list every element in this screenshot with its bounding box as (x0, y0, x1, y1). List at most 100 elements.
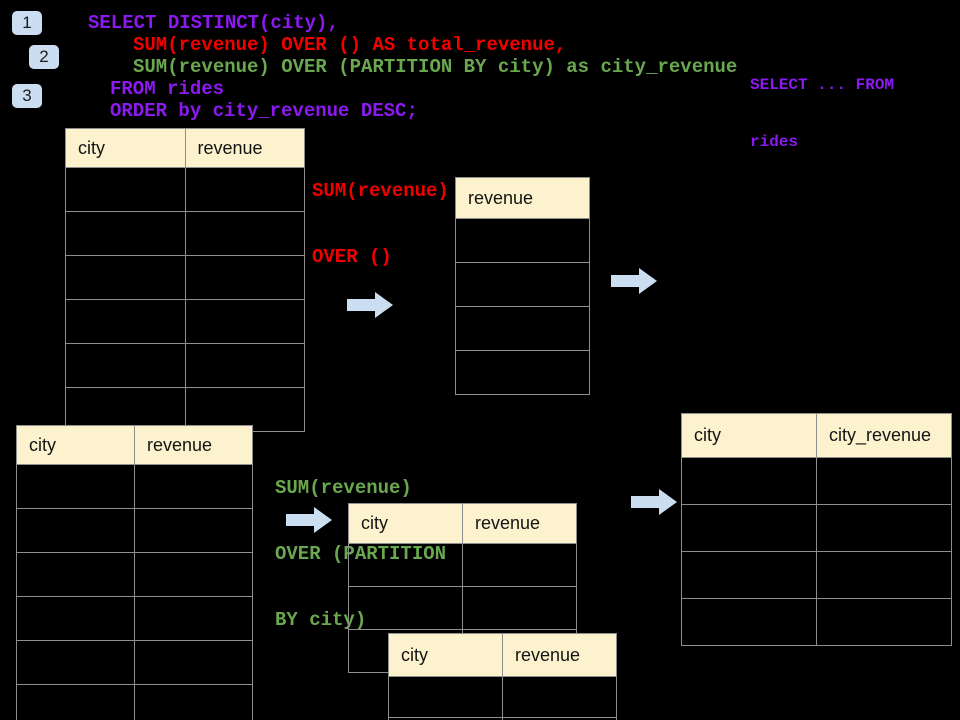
table-row (16, 684, 253, 720)
table-cell (184, 343, 305, 388)
table-cell (681, 457, 817, 505)
table-row (455, 218, 590, 263)
column-header-city: city (65, 128, 186, 168)
sql-abbreviated-note-line: SELECT ... FROM (750, 76, 895, 94)
column-header-city: city (388, 633, 503, 677)
table-row (681, 504, 952, 552)
table-cell (65, 255, 186, 300)
table-cell (681, 598, 817, 646)
table-cell (455, 350, 590, 395)
table-cell (184, 255, 305, 300)
table-row (348, 586, 577, 630)
table-row (388, 717, 617, 720)
table-cell (455, 306, 590, 351)
table-cell (16, 684, 135, 720)
table-cell (462, 543, 577, 587)
table-row (16, 596, 253, 641)
table-cell (65, 387, 186, 432)
column-header-city_revenue: city_revenue (816, 413, 952, 458)
table-cell (65, 167, 186, 212)
sql-select-line: SELECT DISTINCT(city), (88, 12, 339, 34)
arrow-right-icon (347, 292, 393, 318)
table-row (65, 299, 305, 344)
column-header-revenue: revenue (455, 177, 590, 219)
table-row (16, 640, 253, 685)
table-cell (134, 508, 253, 553)
table-cell (134, 596, 253, 641)
sql-order-by-line: ORDER by city_revenue DESC; (110, 100, 418, 122)
column-header-revenue: revenue (184, 128, 305, 168)
step-badge-1: 1 (12, 11, 42, 35)
table-cell (134, 464, 253, 509)
table-cell (134, 684, 253, 720)
table-cell (455, 218, 590, 263)
table-row (455, 262, 590, 307)
table-cell (16, 464, 135, 509)
table-total-revenue-result: revenue (455, 177, 590, 395)
table-cell (16, 508, 135, 553)
table-cell (184, 167, 305, 212)
column-header-city: city (681, 413, 817, 458)
step-badge-3: 3 (12, 84, 42, 108)
table-row (16, 508, 253, 553)
table-row (65, 343, 305, 388)
table-row (16, 552, 253, 597)
arrow-right-icon (631, 489, 677, 515)
table-cell (65, 343, 186, 388)
table-cell (388, 676, 503, 718)
sql-abbreviated-note-line: rides (750, 133, 799, 151)
column-header-revenue: revenue (134, 425, 253, 465)
table-cell (816, 598, 952, 646)
column-header-revenue: revenue (462, 503, 577, 544)
table-cell (681, 551, 817, 599)
sql-total-revenue-line: SUM(revenue) OVER () AS total_revenue, (133, 34, 567, 56)
column-header-revenue: revenue (502, 633, 617, 677)
sql-from-line: FROM rides (110, 78, 225, 100)
table-row (681, 598, 952, 646)
annotation-line: SUM(revenue) (275, 477, 412, 499)
annotation-line: SUM(revenue) (312, 180, 449, 202)
table-cell (184, 211, 305, 256)
table-cell (65, 299, 186, 344)
table-cell (816, 457, 952, 505)
table-row (65, 167, 305, 212)
table-row (455, 350, 590, 395)
table-cell (134, 552, 253, 597)
step-badge-2: 2 (29, 45, 59, 69)
header-row: revenue (455, 177, 590, 219)
annotation-line: OVER () (312, 246, 392, 268)
table-cell (502, 717, 617, 720)
annotation-sum-over-total: SUM(revenue) OVER () (312, 136, 449, 312)
table-cell (16, 640, 135, 685)
table-cell (816, 551, 952, 599)
table-cell (348, 586, 463, 630)
table-cell (502, 676, 617, 718)
table-cell (681, 504, 817, 552)
table-cell (348, 543, 463, 587)
sql-abbreviated-note: SELECT ... FROM rides (750, 38, 894, 190)
table-row (388, 676, 617, 718)
table-cell (184, 299, 305, 344)
table-cell (16, 552, 135, 597)
table-cell (462, 586, 577, 630)
sql-city-revenue-line: SUM(revenue) OVER (PARTITION BY city) as… (133, 56, 738, 78)
column-header-city: city (16, 425, 135, 465)
table-row (681, 457, 952, 505)
table-cell (455, 262, 590, 307)
table-row (65, 211, 305, 256)
table-cell (65, 211, 186, 256)
column-header-city: city (348, 503, 463, 544)
arrow-right-icon (611, 268, 657, 294)
table-cell (16, 596, 135, 641)
arrow-right-icon (286, 507, 332, 533)
table-cell (816, 504, 952, 552)
